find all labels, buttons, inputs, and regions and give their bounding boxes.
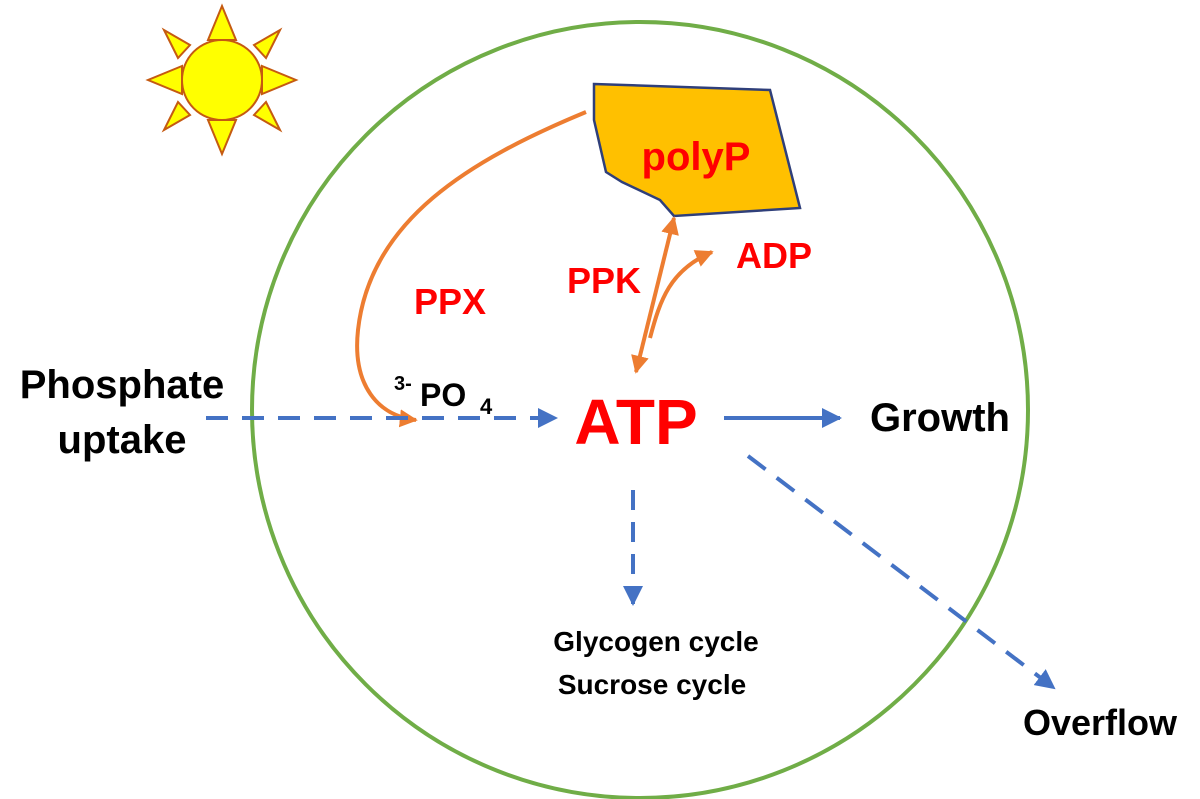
ppk-arrow	[631, 216, 679, 374]
growth-label: Growth	[870, 396, 1010, 440]
polyp-granule	[592, 82, 802, 218]
overflow-arrow	[746, 454, 1056, 690]
phosphate-subscript: 4	[480, 394, 493, 419]
phosphate-uptake-label-line1: Phosphate	[20, 363, 224, 407]
atp-label: ATP	[574, 386, 697, 458]
glycogen-cycle-label: Glycogen cycle	[553, 626, 758, 657]
sun-icon	[145, 3, 299, 157]
polyp-label: polyP	[642, 135, 751, 179]
cell-boundary	[250, 20, 1030, 799]
phosphate-label: PO	[420, 377, 466, 413]
phosphate-uptake-label-line2: uptake	[58, 418, 187, 462]
ppx-label: PPX	[414, 281, 486, 322]
overflow-label: Overflow	[1023, 702, 1178, 743]
adp-arrow	[648, 250, 714, 339]
phosphate-superscript: 3-	[394, 373, 412, 395]
ppk-label: PPK	[567, 260, 641, 301]
adp-label: ADP	[736, 235, 812, 276]
ppx-arrow	[355, 110, 587, 428]
sucrose-cycle-label: Sucrose cycle	[558, 669, 746, 700]
